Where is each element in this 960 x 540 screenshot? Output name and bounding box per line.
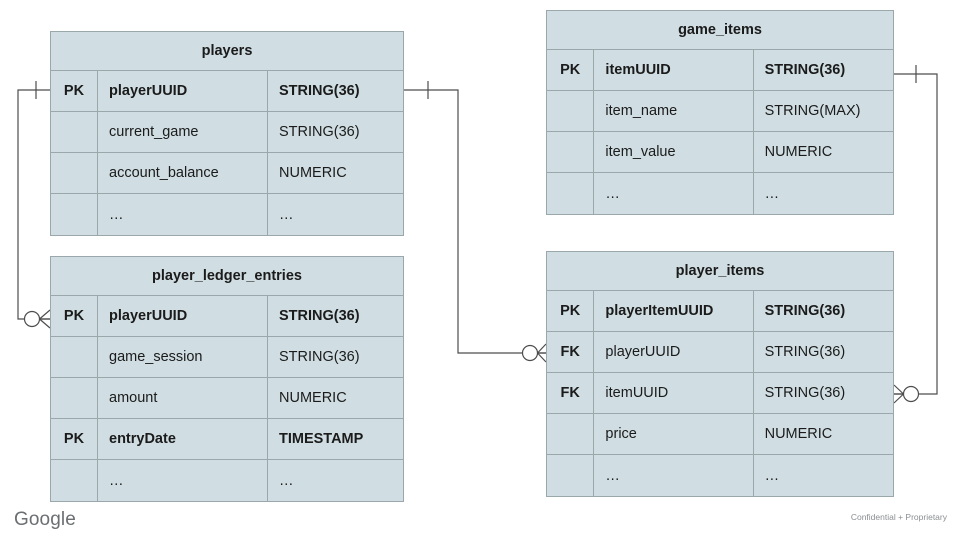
relationship-game-items-to-player-items [893, 65, 938, 404]
row-key [51, 337, 98, 377]
row-field: amount [98, 378, 268, 418]
table-row[interactable]: account_balance NUMERIC [51, 153, 403, 194]
row-field: … [594, 173, 754, 214]
row-field: … [98, 194, 268, 235]
row-key [547, 173, 595, 214]
cardinality-zero-marker [521, 344, 539, 362]
crowsfoot-marker [39, 309, 51, 329]
row-field: playerUUID [98, 71, 268, 111]
google-logo: Google [14, 509, 76, 530]
row-type: NUMERIC [764, 144, 833, 160]
confidentiality-notice: Confidential + Proprietary [850, 512, 947, 522]
row-type: … [764, 185, 780, 202]
table-row[interactable]: … … [547, 173, 893, 214]
entity-player-ledger-entries[interactable]: player_ledger_entries PK playerUUID STRI… [50, 256, 404, 502]
row-key [51, 194, 98, 235]
row-type: TIMESTAMP [279, 431, 364, 447]
table-row[interactable]: game_session STRING(36) [51, 337, 403, 378]
entity-title-players: players [51, 32, 403, 71]
row-field: item_value [594, 132, 754, 172]
cardinality-zero-marker [23, 310, 41, 328]
entity-game-items[interactable]: game_items PK itemUUID STRING(36) item_n… [546, 10, 894, 215]
table-row[interactable]: … … [51, 460, 403, 501]
entity-players[interactable]: players PK playerUUID STRING(36) current… [50, 31, 404, 236]
row-key [547, 455, 595, 496]
row-type: STRING(36) [279, 83, 360, 99]
row-type: NUMERIC [764, 426, 833, 442]
row-type: STRING(36) [764, 303, 846, 319]
table-row[interactable]: … … [51, 194, 403, 235]
entity-title-game-items: game_items [547, 11, 893, 50]
table-row[interactable]: price NUMERIC [547, 414, 893, 455]
row-key [51, 460, 98, 501]
row-key [51, 378, 98, 418]
row-type: STRING(36) [279, 349, 360, 365]
relationship-players-to-ledger [17, 81, 51, 329]
row-field: itemUUID [594, 50, 754, 90]
row-field: … [98, 460, 268, 501]
row-key [547, 132, 595, 172]
row-field: current_game [98, 112, 268, 152]
table-row[interactable]: amount NUMERIC [51, 378, 403, 419]
cardinality-zero-marker [902, 385, 920, 403]
row-key [547, 414, 595, 454]
row-type: … [764, 467, 780, 484]
row-key [547, 91, 595, 131]
table-row[interactable]: FK itemUUID STRING(36) [547, 373, 893, 414]
row-key: PK [51, 71, 98, 111]
row-key: PK [547, 50, 595, 90]
row-type: STRING(36) [764, 385, 846, 401]
table-row[interactable]: current_game STRING(36) [51, 112, 403, 153]
table-row[interactable]: PK playerItemUUID STRING(36) [547, 291, 893, 332]
row-type: STRING(36) [764, 62, 846, 78]
entity-title-player-items: player_items [547, 252, 893, 291]
row-type: NUMERIC [279, 390, 347, 406]
row-field: … [594, 455, 754, 496]
table-row[interactable]: PK entryDate TIMESTAMP [51, 419, 403, 460]
row-field: itemUUID [594, 373, 754, 413]
row-key [51, 153, 98, 193]
row-field: game_session [98, 337, 268, 377]
table-row[interactable]: PK itemUUID STRING(36) [547, 50, 893, 91]
row-type: STRING(MAX) [764, 103, 861, 119]
entity-title-player-ledger-entries: player_ledger_entries [51, 257, 403, 296]
row-type: STRING(36) [279, 124, 360, 140]
row-key: FK [547, 332, 595, 372]
row-key: PK [51, 296, 98, 336]
row-type: … [279, 206, 294, 223]
row-type: STRING(36) [279, 308, 360, 324]
row-field: price [594, 414, 754, 454]
row-field: item_name [594, 91, 754, 131]
row-key: FK [547, 373, 595, 413]
crowsfoot-marker [893, 384, 904, 404]
row-type: NUMERIC [279, 165, 347, 181]
row-field: entryDate [98, 419, 268, 459]
table-row[interactable]: item_value NUMERIC [547, 132, 893, 173]
table-row[interactable]: FK playerUUID STRING(36) [547, 332, 893, 373]
table-row[interactable]: item_name STRING(MAX) [547, 91, 893, 132]
row-key [51, 112, 98, 152]
row-type: STRING(36) [764, 344, 846, 360]
crowsfoot-marker [537, 343, 547, 363]
row-key: PK [51, 419, 98, 459]
row-field: playerUUID [594, 332, 754, 372]
row-key: PK [547, 291, 595, 331]
table-row[interactable]: PK playerUUID STRING(36) [51, 296, 403, 337]
row-field: playerItemUUID [594, 291, 754, 331]
row-type: … [279, 472, 294, 489]
row-field: playerUUID [98, 296, 268, 336]
relationship-players-to-player-items [404, 81, 547, 363]
row-field: account_balance [98, 153, 268, 193]
table-row[interactable]: PK playerUUID STRING(36) [51, 71, 403, 112]
entity-player-items[interactable]: player_items PK playerItemUUID STRING(36… [546, 251, 894, 497]
table-row[interactable]: … … [547, 455, 893, 496]
